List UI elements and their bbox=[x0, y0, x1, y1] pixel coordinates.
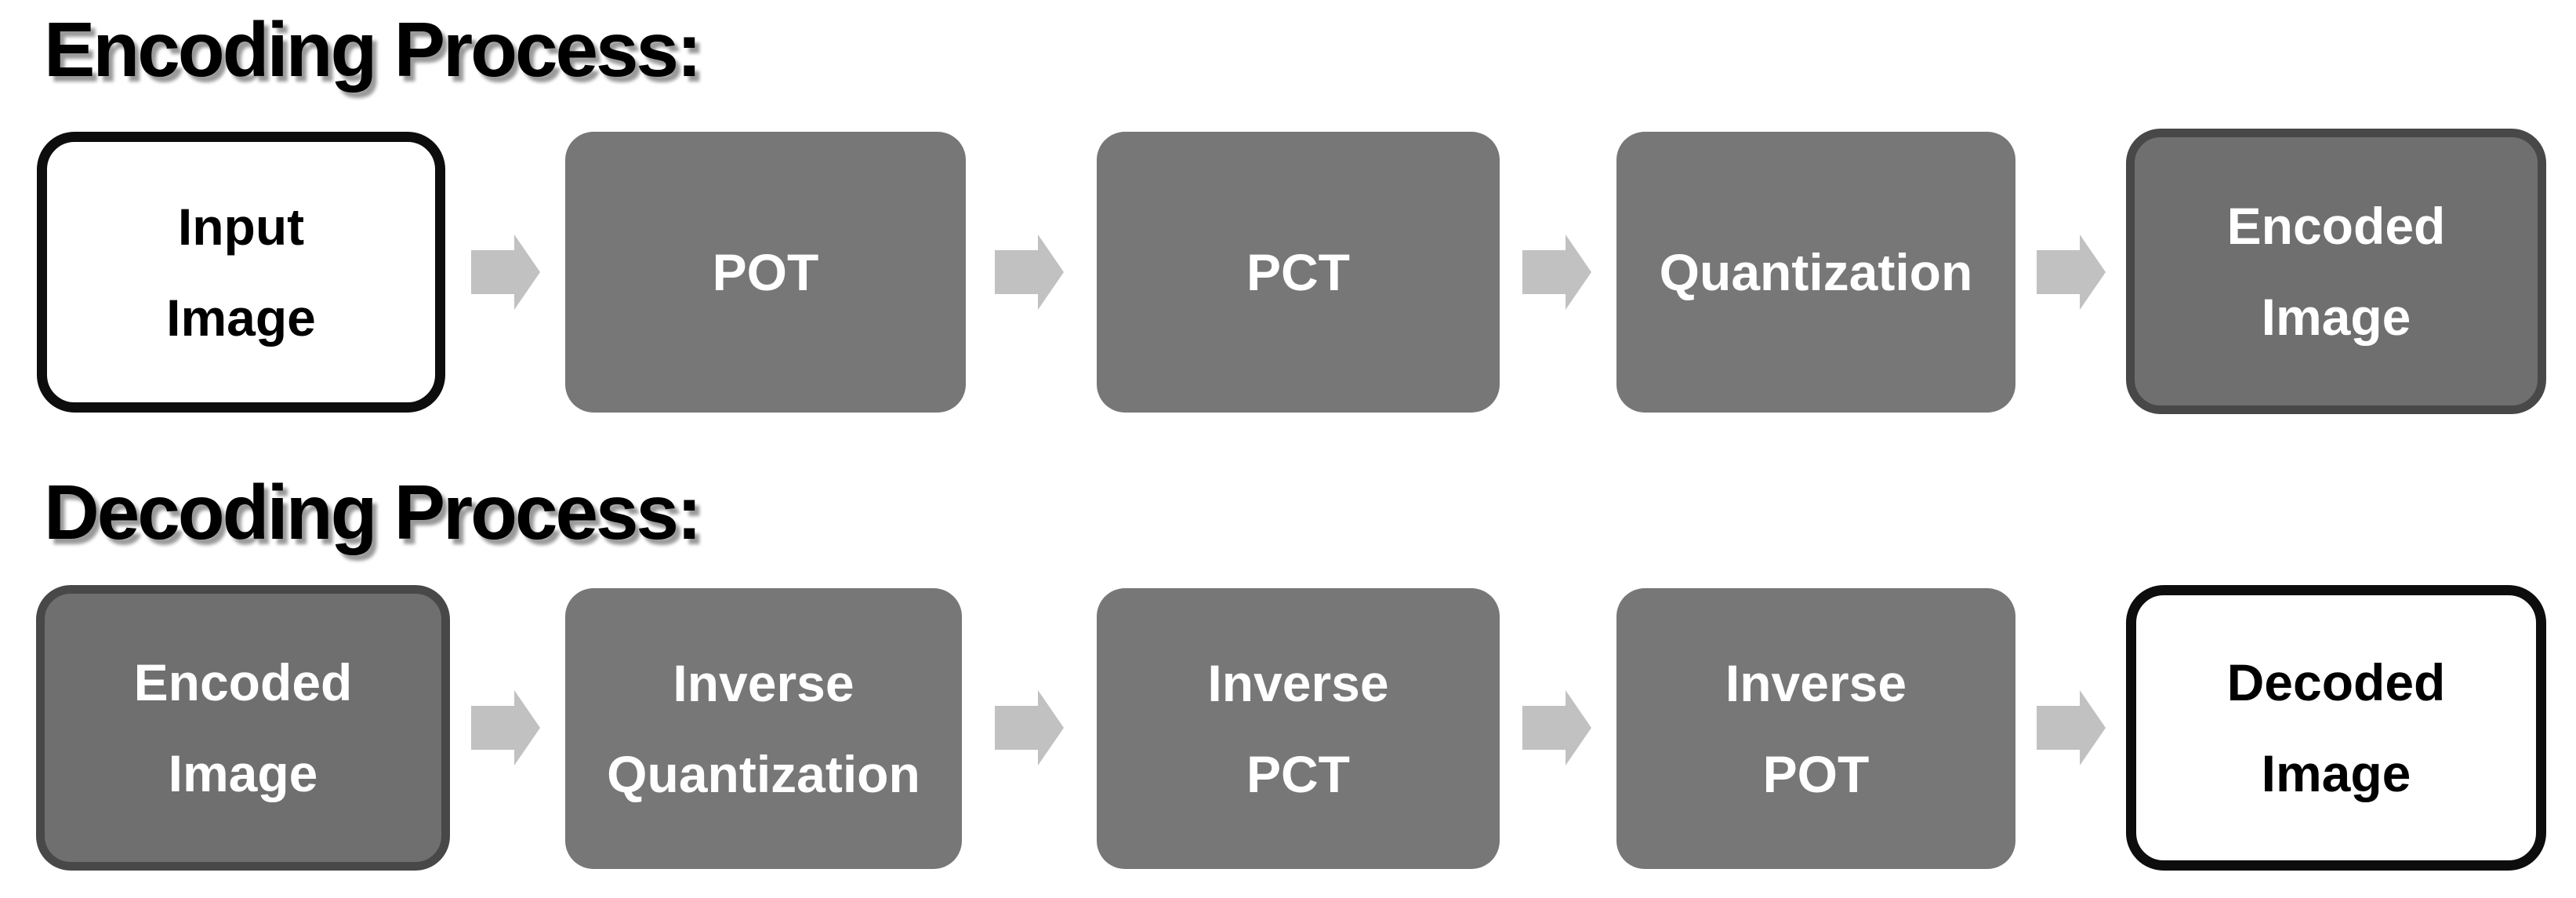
step-box-inverse-pot: Inverse POT bbox=[1616, 588, 2015, 869]
step-box-decoded-image: Decoded Image bbox=[2126, 585, 2546, 871]
step-label-line: Image bbox=[2261, 288, 2411, 346]
step-label-line: POT bbox=[712, 243, 819, 301]
step-label-line: Inverse bbox=[1207, 654, 1389, 712]
step-box-input-image: Input Image bbox=[37, 132, 445, 413]
step-label-line: PCT bbox=[1246, 243, 1350, 301]
step-label-line: Encoded bbox=[2226, 197, 2446, 255]
step-label-line: Quantization bbox=[1659, 243, 1973, 301]
encoding-title: Encoding Process: bbox=[44, 6, 702, 93]
step-label-line: Inverse bbox=[1725, 654, 1907, 712]
step-box-inverse-quantization: Inverse Quantization bbox=[565, 588, 962, 869]
step-label-line: POT bbox=[1762, 745, 1870, 803]
step-label-line: PCT bbox=[1246, 745, 1350, 803]
right-arrow-icon bbox=[995, 234, 1064, 310]
step-label-line: Decoded bbox=[2226, 653, 2446, 711]
right-arrow-icon bbox=[2037, 234, 2106, 310]
step-box-encoded-image: Encoded Image bbox=[2126, 129, 2546, 414]
step-label-line: Encoded bbox=[133, 653, 353, 711]
step-label-line: Image bbox=[168, 744, 318, 802]
step-box-inverse-pct: Inverse PCT bbox=[1097, 588, 1500, 869]
step-box-pot: POT bbox=[565, 132, 966, 413]
right-arrow-icon bbox=[1522, 234, 1591, 310]
step-box-encoded-image-decode: Encoded Image bbox=[36, 585, 450, 871]
right-arrow-icon bbox=[471, 234, 540, 310]
step-label-line: Quantization bbox=[607, 745, 920, 803]
right-arrow-icon bbox=[2037, 690, 2106, 765]
step-label-line: Inverse bbox=[673, 654, 854, 712]
right-arrow-icon bbox=[1522, 690, 1591, 765]
right-arrow-icon bbox=[471, 690, 540, 765]
step-box-pct: PCT bbox=[1097, 132, 1500, 413]
step-label-line: Input bbox=[177, 198, 305, 256]
step-box-quantization: Quantization bbox=[1616, 132, 2015, 413]
decoding-title: Decoding Process: bbox=[44, 469, 702, 555]
right-arrow-icon bbox=[995, 690, 1064, 765]
step-label-line: Image bbox=[166, 289, 316, 347]
step-label-line: Image bbox=[2261, 744, 2411, 802]
